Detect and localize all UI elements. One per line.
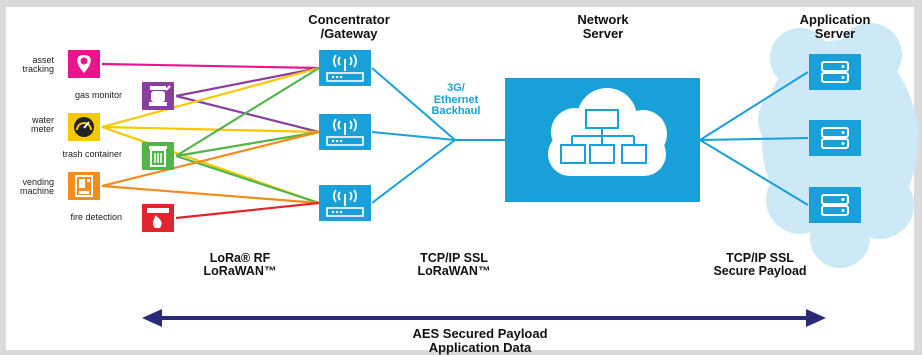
device-link-line [175,201,320,220]
device-link-line [101,125,320,134]
network-server-box [505,78,700,202]
app-links [699,71,809,206]
device-icons [68,50,174,232]
gateway-protocol-label: TCP/IP SSL LoRaWAN™ [417,251,491,279]
fire-alarm-icon [142,204,174,232]
backhaul-links [371,67,505,204]
device-link-line [175,154,320,205]
device-link-line [175,94,320,134]
server-icon [809,120,861,156]
device-label-trash-container: trash container [62,149,122,159]
aes-arrow [142,309,826,327]
location-pin-icon [68,50,100,78]
wireless-gateway-icon [319,114,371,150]
wireless-gateway-icon [319,185,371,221]
device-link-line [175,67,320,157]
device-label-gas-monitor: gas monitor [74,90,122,100]
device-link-line [175,66,320,98]
wireless-gateway-icon [319,50,371,86]
backhaul-label: 3G/ Ethernet Backhaul [431,82,481,118]
application-server-header: Application Server [799,12,871,41]
device-link-line [101,66,320,129]
device-link-line [101,130,320,188]
device-links [101,62,320,220]
device-protocol-label: LoRa® RF LoRaWAN™ [203,251,277,279]
vending-machine-icon [68,172,100,200]
network-cloud-icon [548,88,667,176]
network-protocol-label: TCP/IP SSL Secure Payload [713,251,807,279]
trash-bin-icon [142,142,174,170]
aes-label-line2: Application Data [428,340,532,355]
device-label-asset-tracking: asset tracking [22,55,54,75]
device-link-line [101,62,320,70]
gateway-header: Concentrator /Gateway [308,12,390,41]
device-label-fire-detection: fire detection [70,212,122,222]
gauge-icon [68,113,100,141]
network-server-header: Network Server [577,12,629,41]
device-link-line [101,184,320,205]
device-label-water-meter: water meter [30,115,54,135]
device-link-line [175,130,320,158]
gas-cylinder-icon [142,82,174,110]
aes-label-line1: AES Secured Payload [412,326,548,341]
server-icon [809,187,861,223]
device-label-vending-machine: vending machine [19,177,54,197]
server-icon [809,54,861,90]
